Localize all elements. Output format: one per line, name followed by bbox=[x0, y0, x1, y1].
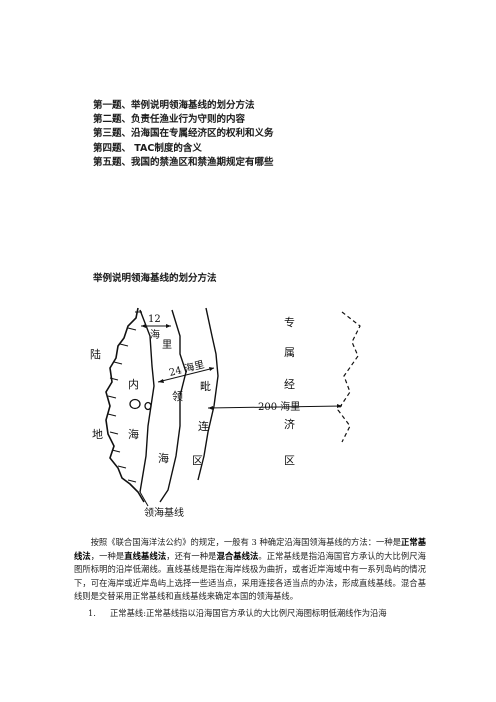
question-5: 第五题、我国的禁渔区和禁渔期规定有哪些 bbox=[93, 156, 274, 168]
island-1 bbox=[129, 398, 141, 410]
list-number: 1. bbox=[88, 607, 96, 618]
label-eez-1: 专 bbox=[284, 315, 295, 329]
baseline-diagram: 12 海 里 24 海里 陆 地 内 海 海 领 毗 连 区 200 海里 专 … bbox=[90, 307, 361, 519]
territorial-sea-limit bbox=[159, 309, 187, 503]
term-normal-baseline: 正常基线法 bbox=[74, 537, 426, 561]
list-item-text: 正常基线:正常基线指以沿海国官方承认的大比例尺海图标明低潮线作为沿海 bbox=[110, 607, 387, 618]
question-4: 第四题、 TAC制度的含义 bbox=[93, 142, 202, 154]
question-1: 第一题、举例说明领海基线的划分方法 bbox=[93, 100, 255, 111]
coastline bbox=[105, 307, 145, 503]
label-200nm: 200 海里 bbox=[258, 400, 300, 413]
label-eez-3: 经 bbox=[284, 378, 295, 391]
intro-paragraph: 按照《联合国海洋法公约》的规定，一般有 3 种确定沿海国领海基线的方法：一种是正… bbox=[74, 537, 426, 602]
label-inner-3: 海 bbox=[158, 451, 169, 465]
baseline-line bbox=[139, 309, 155, 493]
label-contiguous-2: 毗 bbox=[200, 380, 211, 393]
label-contiguous-1: 领 bbox=[172, 390, 183, 403]
label-inner-1: 内 bbox=[128, 377, 139, 391]
label-contiguous-3: 连 bbox=[198, 420, 209, 433]
label-li: 里 bbox=[162, 339, 172, 351]
question-3: 第三题、沿海国在专属经济区的权利和义务 bbox=[93, 128, 274, 140]
question-list: 第一题、举例说明领海基线的划分方法 第二题、负责任渔业行为守则的内容 第三题、沿… bbox=[93, 99, 274, 170]
label-land-1: 陆 bbox=[90, 347, 101, 361]
label-eez-2: 属 bbox=[284, 346, 295, 359]
label-inner-2: 海 bbox=[128, 427, 139, 441]
label-12: 12 bbox=[148, 314, 161, 325]
label-baseline: 领海基线 bbox=[144, 506, 184, 519]
label-eez-4: 济 bbox=[284, 417, 295, 431]
land-hatch bbox=[107, 311, 142, 483]
label-land-2: 地 bbox=[92, 428, 103, 441]
list-item: 1. 正常基线:正常基线指以沿海国官方承认的大比例尺海图标明低潮线作为沿海 bbox=[74, 607, 426, 621]
contiguous-zone-limit bbox=[197, 307, 219, 481]
term-mixed-baseline: 混合基线法 bbox=[216, 550, 259, 561]
term-straight-baseline: 直线基线法 bbox=[124, 550, 167, 561]
label-eez-5: 区 bbox=[284, 454, 295, 467]
label-hai: 海 bbox=[150, 328, 160, 341]
label-contiguous-4: 区 bbox=[192, 454, 203, 467]
eez-limit bbox=[337, 311, 361, 443]
section-title: 举例说明领海基线的划分方法 bbox=[93, 273, 217, 284]
body-text: 按照《联合国海洋法公约》的规定，一般有 3 种确定沿海国领海基线的方法：一种是正… bbox=[74, 536, 426, 621]
question-2: 第二题、负责任渔业行为守则的内容 bbox=[93, 114, 246, 126]
label-24nm: 24 海里 bbox=[168, 358, 206, 379]
